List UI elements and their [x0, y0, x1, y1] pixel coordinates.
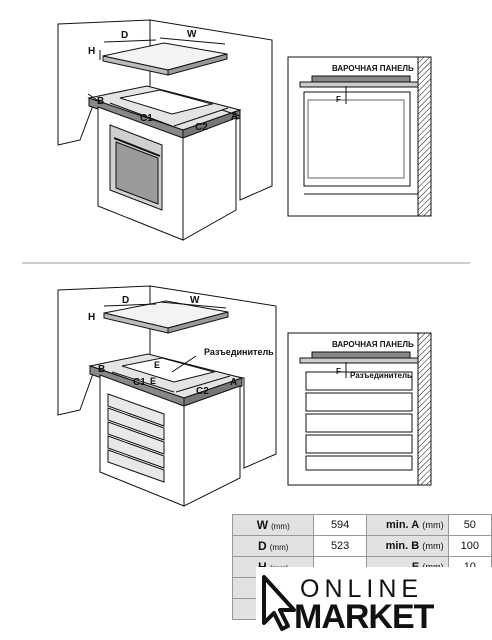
bottom-section-drawer-3	[305, 413, 413, 433]
bottom-label-e-upper: E	[154, 360, 160, 370]
bottom-disconnector-label: Разъединитель	[204, 347, 274, 357]
top-section-oven	[303, 91, 411, 187]
bottom-section-wall	[417, 332, 432, 486]
table-value: 100	[447, 535, 492, 557]
bottom-section-panel-label: ВАРОЧНАЯ ПАНЕЛЬ	[332, 340, 414, 349]
bottom-cabinet-figure	[57, 285, 277, 507]
top-oven-handle	[113, 137, 161, 157]
bottom-label-d: D	[122, 295, 129, 306]
bottom-section-hob	[311, 351, 411, 359]
bottom-disconnector-line	[171, 355, 197, 373]
bottom-dim-w-line	[159, 301, 227, 309]
top-hob-side	[167, 53, 228, 76]
cursor-icon	[262, 575, 296, 631]
bottom-c1-arrow	[111, 371, 175, 393]
top-label-b: B	[97, 96, 104, 107]
top-label-c1: C1	[140, 113, 153, 124]
top-label-d: D	[121, 30, 128, 41]
top-c2-arrow	[173, 107, 229, 127]
bottom-drawer-4	[107, 435, 165, 469]
bottom-label-a: A	[230, 377, 237, 388]
bottom-drawer-1	[107, 393, 165, 427]
bottom-dim-d-line	[103, 303, 157, 307]
bottom-label-e-lower: E	[150, 376, 156, 386]
table-row: W (mm) 594 min. A (mm) 50	[231, 514, 492, 536]
table-key: min. B (mm)	[365, 535, 449, 557]
table-key: min. A (mm)	[365, 514, 449, 536]
bottom-label-c2: C2	[196, 386, 209, 397]
top-worktop-side	[182, 109, 241, 139]
top-label-w: W	[187, 29, 197, 40]
top-section-worktop	[299, 81, 419, 88]
logo-line-1: ONLINE	[300, 575, 424, 603]
table-key: D (mm)	[231, 535, 315, 557]
bottom-section-drawer-2	[305, 392, 413, 412]
bottom-label-h: H	[88, 312, 95, 323]
top-label-h: H	[88, 46, 95, 57]
table-value: 594	[313, 514, 367, 536]
top-section-hob	[311, 75, 411, 83]
bottom-cutout	[121, 357, 216, 383]
bottom-label-c1: C1	[133, 377, 146, 388]
bottom-worktop-side	[183, 377, 243, 407]
bottom-section-drawer-5	[305, 455, 413, 471]
top-section-f-label: F	[336, 95, 341, 104]
bottom-section-figure	[287, 332, 432, 486]
online-market-logo: ONLINE MARKET	[256, 567, 492, 640]
table-value: 523	[313, 535, 367, 557]
top-cabinet-side	[182, 117, 237, 241]
bottom-hob-side	[167, 311, 229, 334]
bottom-drawer-2	[107, 407, 165, 441]
bottom-cabinet-side	[183, 385, 241, 507]
table-key: W (mm)	[231, 514, 315, 536]
bottom-drawer-3	[107, 421, 165, 455]
bottom-c2-arrow	[175, 375, 231, 393]
table-row: D (mm) 523 min. B (mm) 100	[231, 535, 492, 557]
bottom-drawer-5	[107, 449, 165, 483]
top-oven-window	[115, 141, 159, 205]
top-cabinet-figure	[57, 19, 273, 241]
top-section-oven-inner	[307, 99, 405, 179]
bottom-label-w: W	[190, 295, 200, 306]
bottom-section-disconnector-label: Разъединитель	[350, 371, 412, 380]
bottom-section-drawer-1	[305, 371, 413, 391]
top-b-arrow	[87, 93, 101, 103]
top-section-wall	[417, 56, 432, 217]
top-a-arrow	[221, 109, 241, 117]
logo-line-2: MARKET	[294, 598, 434, 636]
top-c1-arrow	[109, 102, 173, 127]
bottom-section-drawer-4	[305, 434, 413, 454]
top-cutout	[119, 89, 214, 115]
top-dim-w-line	[159, 37, 226, 45]
top-label-a: A	[231, 111, 238, 122]
top-section-panel-label: ВАРОЧНАЯ ПАНЕЛЬ	[332, 64, 414, 73]
top-dim-d-line	[103, 39, 157, 43]
bottom-section-worktop	[299, 357, 419, 364]
top-label-c2: C2	[195, 122, 208, 133]
bottom-label-b: B	[98, 364, 105, 375]
top-section-figure	[287, 56, 432, 217]
bottom-section-f-label: F	[336, 367, 341, 376]
table-value: 50	[447, 514, 492, 536]
